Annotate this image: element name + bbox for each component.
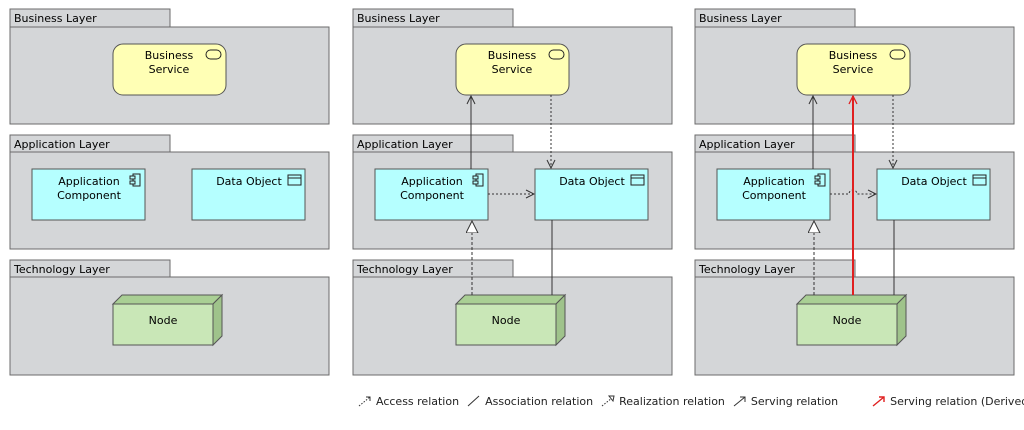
legend: Access relation Association relation Rea… (358, 392, 1024, 410)
data-object-icon (630, 174, 645, 186)
application-layer-label: Application Layer (14, 138, 110, 151)
application-layer-label: Application Layer (357, 138, 453, 151)
node[interactable]: Node (454, 293, 567, 347)
business-layer-label: Business Layer (699, 12, 782, 25)
service-icon (889, 49, 906, 60)
serving-relation-icon (733, 396, 746, 407)
data-object-label: Data Object (559, 175, 625, 188)
legend-access-label: Access relation (376, 394, 460, 408)
data-object[interactable]: Data Object (534, 168, 649, 221)
realization-relation-icon (601, 395, 615, 407)
application-component-label-line2: Component (57, 189, 122, 202)
business-service-label-line2: Service (492, 63, 533, 76)
business-service-label-line2: Service (149, 63, 190, 76)
technology-layer-label: Technology Layer (698, 263, 795, 276)
business-layer-label: Business Layer (14, 12, 97, 25)
data-object-label: Data Object (901, 175, 967, 188)
data-object[interactable]: Data Object (191, 168, 306, 221)
component-icon (814, 173, 826, 187)
component-icon (472, 173, 484, 187)
data-object-icon (972, 174, 987, 186)
service-icon (205, 49, 222, 60)
business-service-label-line1: Business (829, 49, 878, 62)
application-component[interactable]: Application Component (31, 168, 146, 221)
legend-association: Association relation (467, 395, 593, 408)
application-component-label-line2: Component (400, 189, 465, 202)
legend-serving-label: Serving relation (750, 394, 839, 408)
panel-2: Business Layer Application Layer Technol… (352, 8, 673, 376)
application-component[interactable]: Application Component (716, 168, 831, 221)
legend-access: Access relation (358, 395, 459, 408)
technology-layer-group[interactable]: Technology Layer (9, 259, 330, 376)
business-layer-label: Business Layer (357, 12, 440, 25)
business-service[interactable]: Business Service (455, 43, 570, 96)
technology-layer-label: Technology Layer (356, 263, 453, 276)
service-icon (548, 49, 565, 60)
business-service[interactable]: Business Service (112, 43, 227, 96)
component-icon (129, 173, 141, 187)
application-component-label-line1: Application (58, 175, 119, 188)
legend-serving: Serving relation (733, 395, 838, 408)
application-layer-label: Application Layer (699, 138, 795, 151)
data-object[interactable]: Data Object (876, 168, 991, 221)
association-relation-icon (467, 395, 480, 407)
node[interactable]: Node (111, 293, 224, 347)
legend-serving-derived: Serving relation (Derived) (872, 395, 1024, 408)
legend-realization: Realization relation (601, 395, 725, 408)
node[interactable]: Node (795, 293, 908, 347)
node-label: Node (149, 314, 178, 327)
technology-layer-group[interactable]: Technology Layer (352, 259, 673, 376)
technology-layer-label: Technology Layer (13, 263, 110, 276)
business-service-label-line1: Business (145, 49, 194, 62)
business-service-label-line1: Business (488, 49, 537, 62)
business-service-label-line2: Service (833, 63, 874, 76)
node-label: Node (492, 314, 521, 327)
application-component-label-line1: Application (401, 175, 462, 188)
data-object-icon (287, 174, 302, 186)
panel-3: Business Layer Application Layer Technol… (694, 8, 1015, 376)
application-component-label-line2: Component (742, 189, 807, 202)
node-label: Node (833, 314, 862, 327)
derived-serving-relation-icon (872, 396, 885, 407)
access-relation-icon (358, 396, 371, 407)
data-object-label: Data Object (216, 175, 282, 188)
legend-realization-label: Realization relation (619, 394, 725, 408)
legend-association-label: Association relation (485, 394, 594, 408)
panel-1: Business Layer Application Layer Technol… (9, 8, 330, 376)
application-component[interactable]: Application Component (374, 168, 489, 221)
business-service[interactable]: Business Service (796, 43, 911, 96)
legend-serving-derived-label: Serving relation (Derived) (890, 394, 1024, 408)
application-component-label-line1: Application (743, 175, 804, 188)
